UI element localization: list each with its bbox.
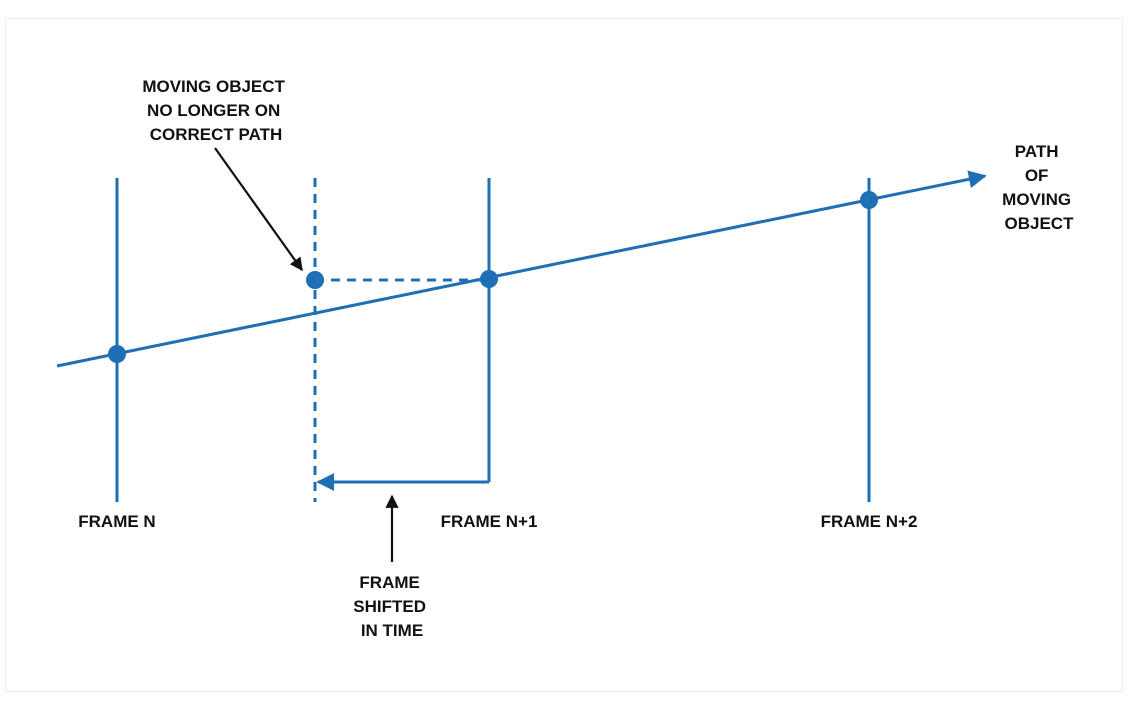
- frame-n2-label: FRAME N+2: [821, 512, 918, 531]
- motion-path-line: [56, 170, 987, 368]
- frame-n1-label: FRAME N+1: [441, 512, 538, 531]
- object-dot-frame-n1: [480, 270, 498, 288]
- object-dot-frame-n: [108, 345, 126, 363]
- object-dot-frame-n2: [860, 191, 878, 209]
- moving-object-label: MOVING OBJECT NO LONGER ON CORRECT PATH: [142, 77, 289, 144]
- callout-arrow-moving-object: [214, 147, 303, 272]
- path-label: PATH OF MOVING OBJECT: [1002, 142, 1076, 233]
- object-dot-shifted: [306, 271, 324, 289]
- frame-shifted-label: FRAME SHIFTED IN TIME: [353, 573, 430, 640]
- frame-n-label: FRAME N: [78, 512, 155, 531]
- diagram-border: [5, 18, 1123, 692]
